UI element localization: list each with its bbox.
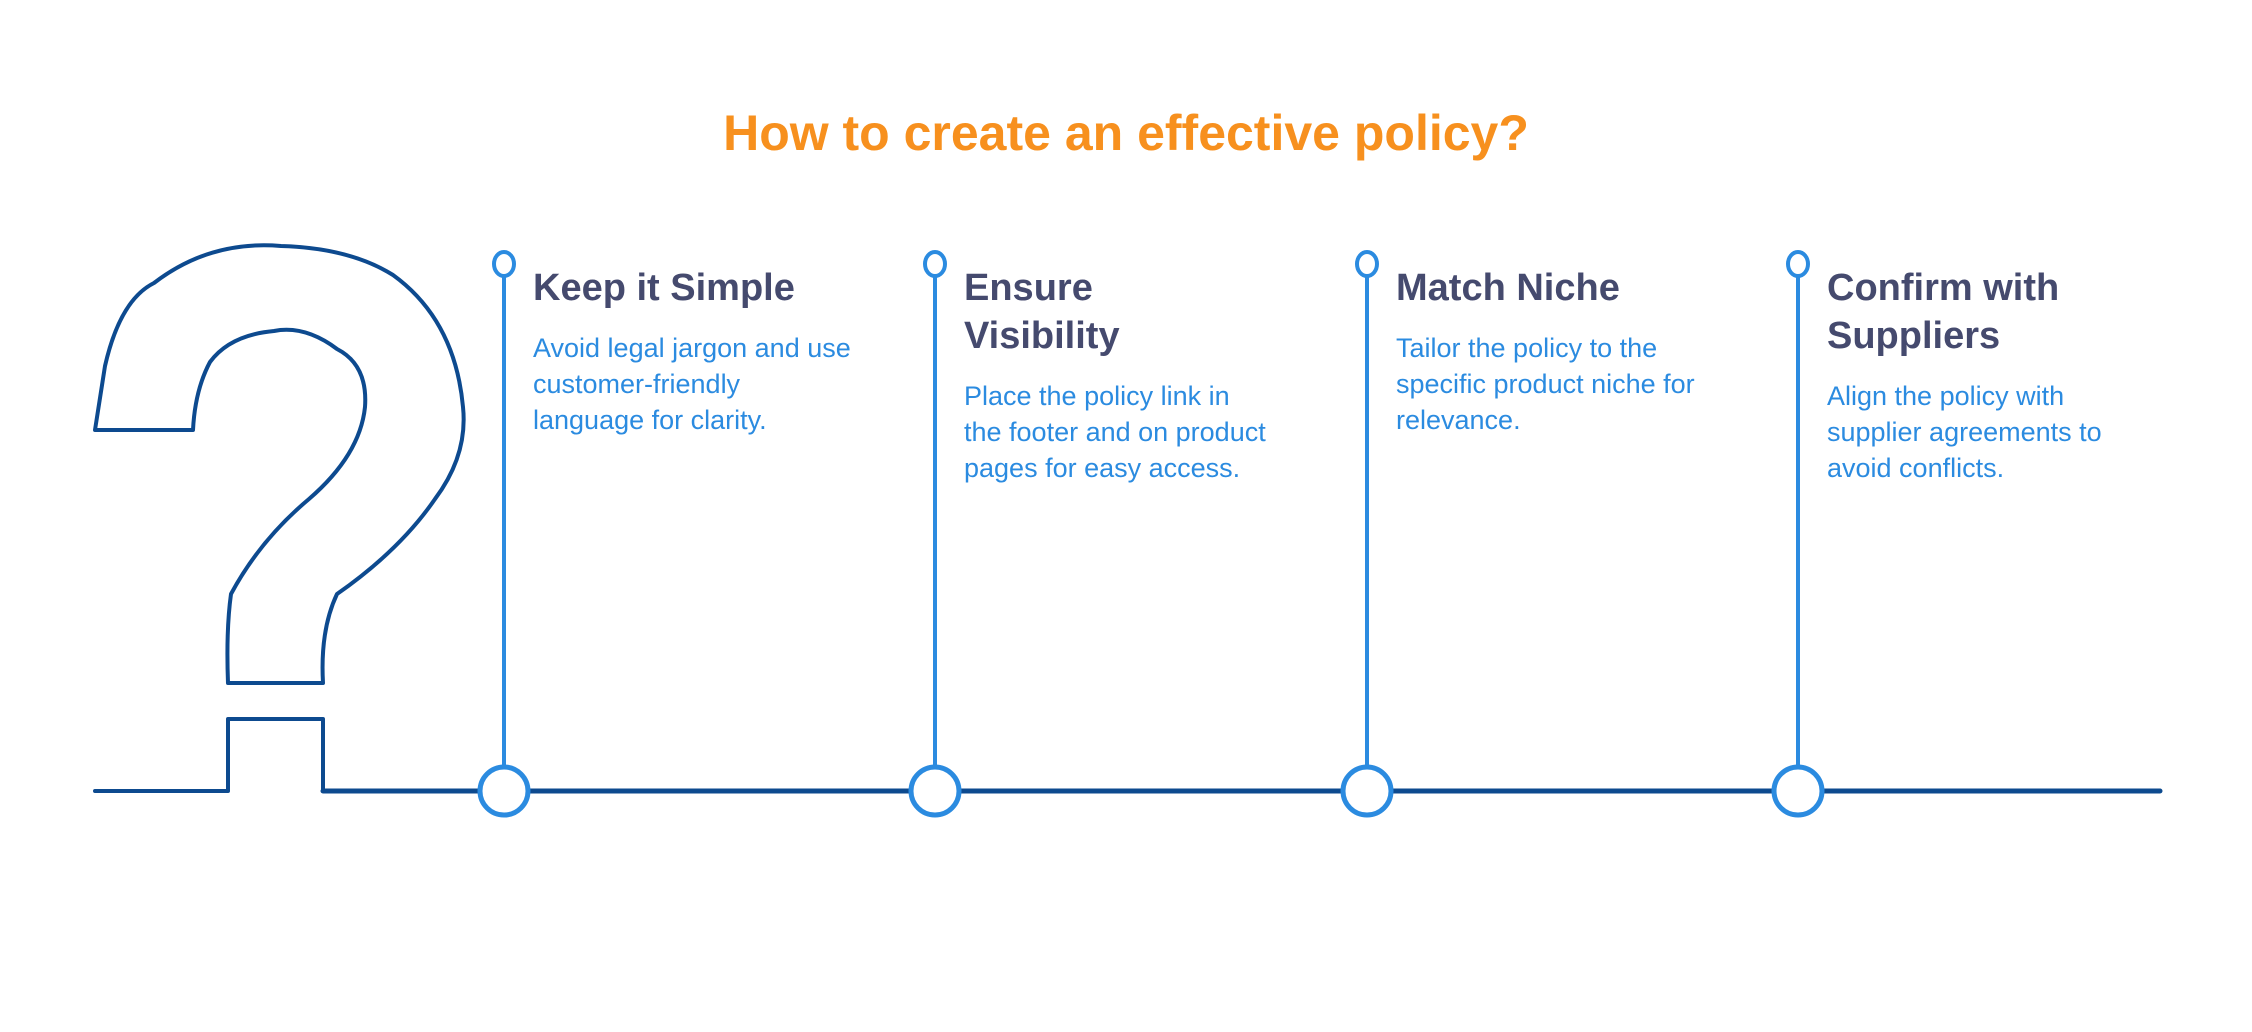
step-timeline-node	[1340, 764, 1394, 818]
step-heading: Ensure Visibility	[964, 267, 1120, 357]
step-top-node	[1355, 250, 1379, 278]
step-timeline-node	[477, 764, 531, 818]
step-body: Align the policy with supplier agreement…	[1827, 381, 2102, 483]
step-heading: Match Niche	[1396, 267, 1620, 309]
step-4: Confirm with Suppliers Align the policy …	[1827, 264, 2157, 486]
step-body: Tailor the policy to the specific produc…	[1396, 333, 1695, 435]
step-body: Avoid legal jargon and use customer-frie…	[533, 333, 851, 435]
question-mark-icon	[93, 243, 466, 793]
step-top-node	[1786, 250, 1810, 278]
page-title: How to create an effective policy?	[723, 105, 1529, 161]
step-3: Match Niche Tailor the policy to the spe…	[1396, 264, 1726, 438]
step-top-node	[923, 250, 947, 278]
step-1: Keep it Simple Avoid legal jargon and us…	[533, 264, 863, 438]
step-body: Place the policy link in the footer and …	[964, 381, 1266, 483]
step-2: Ensure Visibility Place the policy link …	[964, 264, 1294, 486]
step-timeline-node	[1771, 764, 1825, 818]
step-heading: Confirm with Suppliers	[1827, 267, 2060, 357]
step-top-node	[492, 250, 516, 278]
step-heading: Keep it Simple	[533, 267, 795, 309]
step-timeline-node	[908, 764, 962, 818]
